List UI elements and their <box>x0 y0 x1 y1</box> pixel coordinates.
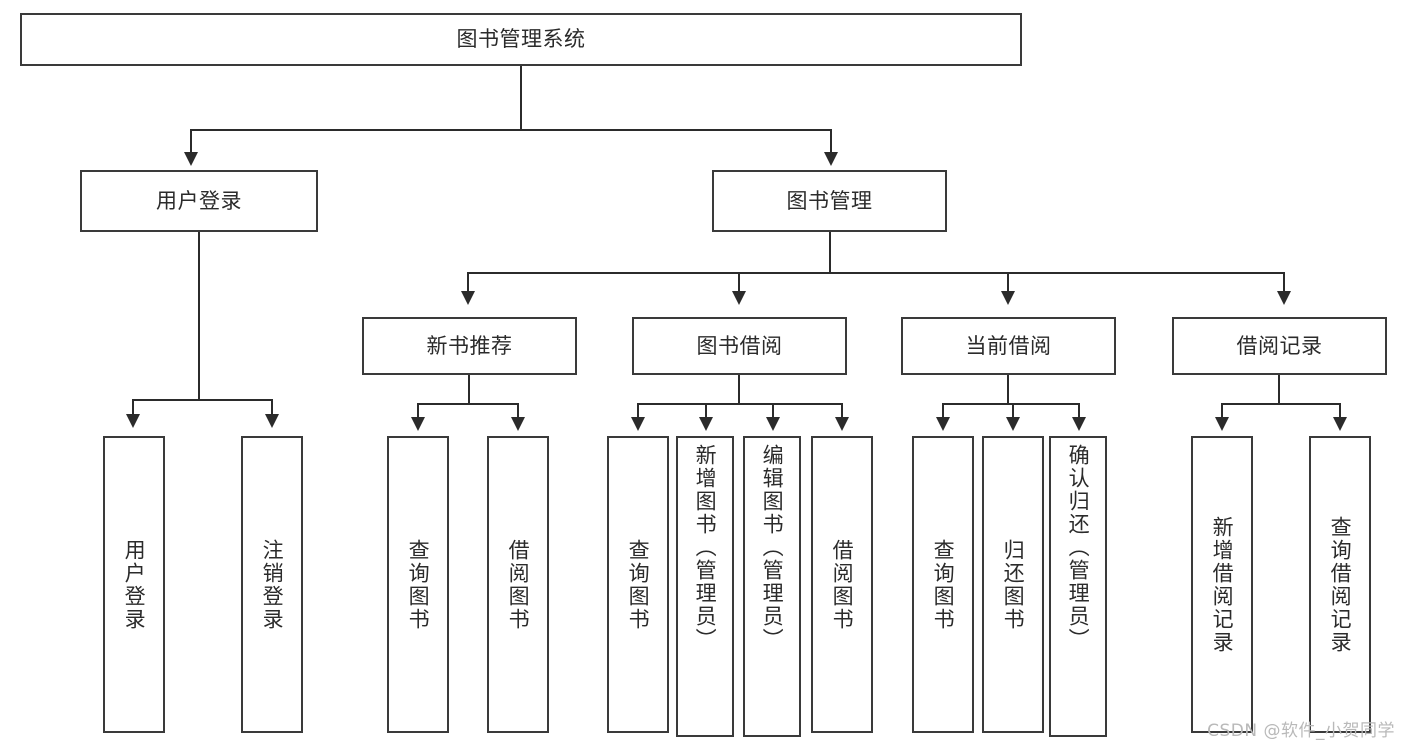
node-new-book-recommend[interactable]: 新书推荐 <box>362 317 577 375</box>
arrowhead-leaf-br-1 <box>1215 417 1229 431</box>
leaf-nbr-borrow-book[interactable]: 借阅图书 <box>487 436 549 733</box>
node-user-login-label: 用户登录 <box>156 188 242 213</box>
leaf-bb-borrow-book[interactable]: 借阅图书 <box>811 436 873 733</box>
node-borrow-record[interactable]: 借阅记录 <box>1172 317 1387 375</box>
leaf-nbr-borrow-book-label: 借阅图书 <box>506 538 531 631</box>
connector-nbr-drop-1 <box>417 403 419 419</box>
leaf-cb-query-book[interactable]: 查询图书 <box>912 436 974 733</box>
arrowhead-book-mgmt <box>824 152 838 166</box>
connector-nbr-bus <box>417 403 519 405</box>
connector-nbr-stem <box>468 375 470 404</box>
connector-br-drop-2 <box>1339 403 1341 419</box>
arrowhead-leaf-bb-1 <box>631 417 645 431</box>
node-current-borrow-label: 当前借阅 <box>965 333 1052 358</box>
node-root-label: 图书管理系统 <box>456 27 586 52</box>
connector-root-to-user-login <box>190 129 192 155</box>
arrowhead-book-borrow <box>732 291 746 305</box>
connector-user-login-stem <box>198 232 200 400</box>
node-current-borrow[interactable]: 当前借阅 <box>901 317 1116 375</box>
connector-cb-stem <box>1007 375 1009 404</box>
arrowhead-borrow-record <box>1277 291 1291 305</box>
arrowhead-leaf-user-login-1 <box>126 414 140 428</box>
leaf-bb-edit-book-admin-label: 编辑图书（管理员） <box>760 444 785 651</box>
arrowhead-leaf-nbr-1 <box>411 417 425 431</box>
connector-bb-drop-1 <box>637 403 639 419</box>
arrowhead-leaf-cb-3 <box>1072 417 1086 431</box>
connector-bb-stem <box>738 375 740 404</box>
connector-user-login-drop-2 <box>271 399 273 417</box>
node-new-book-recommend-label: 新书推荐 <box>426 333 513 358</box>
node-book-management-label: 图书管理 <box>786 188 873 213</box>
leaf-nbr-query-book-label: 查询图书 <box>406 538 431 631</box>
connector-root-bus <box>190 129 832 131</box>
arrowhead-current-borrow <box>1001 291 1015 305</box>
connector-bm-drop-4 <box>1283 272 1285 294</box>
leaf-cb-confirm-return-admin[interactable]: 确认归还（管理员） <box>1049 436 1107 737</box>
node-user-login[interactable]: 用户登录 <box>80 170 318 232</box>
arrowhead-leaf-cb-2 <box>1006 417 1020 431</box>
connector-bb-drop-4 <box>841 403 843 419</box>
leaf-bb-edit-book-admin[interactable]: 编辑图书（管理员） <box>743 436 801 737</box>
connector-bb-drop-2 <box>705 403 707 419</box>
connector-bm-drop-3 <box>1007 272 1009 294</box>
leaf-bb-query-book-label: 查询图书 <box>626 538 651 631</box>
leaf-br-add-record[interactable]: 新增借阅记录 <box>1191 436 1253 733</box>
connector-bb-drop-3 <box>772 403 774 419</box>
leaf-br-query-record-label: 查询借阅记录 <box>1328 515 1353 654</box>
connector-bb-bus <box>637 403 842 405</box>
leaf-bb-query-book[interactable]: 查询图书 <box>607 436 669 733</box>
connector-cb-bus <box>942 403 1079 405</box>
node-book-borrow[interactable]: 图书借阅 <box>632 317 847 375</box>
arrowhead-new-book-rec <box>461 291 475 305</box>
connector-br-stem <box>1278 375 1280 404</box>
leaf-cb-return-book-label: 归还图书 <box>1001 538 1026 631</box>
arrowhead-leaf-bb-3 <box>766 417 780 431</box>
connector-cb-drop-3 <box>1078 403 1080 419</box>
connector-bm-drop-2 <box>738 272 740 294</box>
leaf-user-login-login-label: 用户登录 <box>122 538 147 631</box>
leaf-cb-return-book[interactable]: 归还图书 <box>982 436 1044 733</box>
connector-book-mgmt-stem <box>829 232 831 274</box>
leaf-bb-add-book-admin[interactable]: 新增图书（管理员） <box>676 436 734 737</box>
leaf-br-query-record[interactable]: 查询借阅记录 <box>1309 436 1371 733</box>
node-borrow-record-label: 借阅记录 <box>1236 333 1323 358</box>
node-book-management[interactable]: 图书管理 <box>712 170 947 232</box>
leaf-cb-query-book-label: 查询图书 <box>931 538 956 631</box>
leaf-br-add-record-label: 新增借阅记录 <box>1210 515 1235 654</box>
leaf-nbr-query-book[interactable]: 查询图书 <box>387 436 449 733</box>
leaf-bb-add-book-admin-label: 新增图书（管理员） <box>693 444 718 651</box>
connector-user-login-bus <box>132 399 271 401</box>
arrowhead-leaf-cb-1 <box>936 417 950 431</box>
connector-user-login-drop-1 <box>132 399 134 417</box>
arrowhead-leaf-user-login-2 <box>265 414 279 428</box>
arrowhead-leaf-br-2 <box>1333 417 1347 431</box>
connector-cb-drop-1 <box>942 403 944 419</box>
arrowhead-leaf-nbr-2 <box>511 417 525 431</box>
arrowhead-leaf-bb-4 <box>835 417 849 431</box>
connector-book-mgmt-bus <box>467 272 1285 274</box>
watermark: CSDN @软件_小贺同学 <box>1207 721 1395 741</box>
connector-br-drop-1 <box>1221 403 1223 419</box>
leaf-cb-confirm-return-admin-label: 确认归还（管理员） <box>1066 444 1091 651</box>
node-book-borrow-label: 图书借阅 <box>696 333 783 358</box>
leaf-user-login-login[interactable]: 用户登录 <box>103 436 165 733</box>
connector-root-to-book-mgmt <box>830 129 832 155</box>
leaf-bb-borrow-book-label: 借阅图书 <box>830 538 855 631</box>
leaf-user-login-logout[interactable]: 注销登录 <box>241 436 303 733</box>
connector-bm-drop-1 <box>467 272 469 294</box>
node-root[interactable]: 图书管理系统 <box>20 13 1022 66</box>
connector-br-bus <box>1221 403 1341 405</box>
connector-cb-drop-2 <box>1012 403 1014 419</box>
arrowhead-user-login <box>184 152 198 166</box>
arrowhead-leaf-bb-2 <box>699 417 713 431</box>
connector-root-stem <box>520 66 522 130</box>
connector-nbr-drop-2 <box>517 403 519 419</box>
leaf-user-login-logout-label: 注销登录 <box>260 538 285 631</box>
